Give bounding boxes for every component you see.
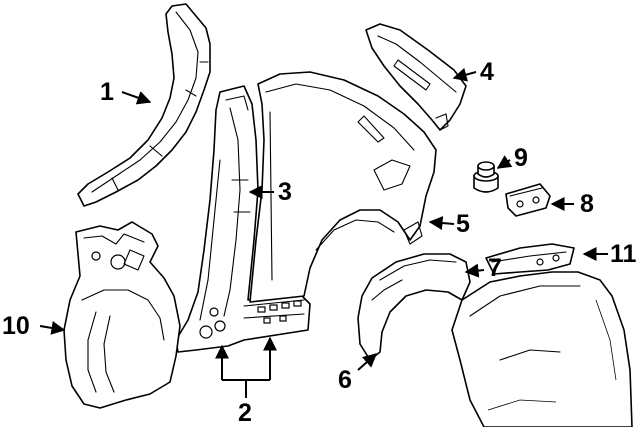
callout-11: 11	[610, 240, 637, 268]
part-8-bracket	[505, 183, 551, 217]
callout-6: 6	[338, 366, 352, 394]
callout-8: 8	[580, 190, 594, 218]
callout-7: 7	[488, 254, 502, 282]
part-4-rear-upper-panel	[365, 23, 467, 131]
part-3-quarter-panel	[249, 71, 437, 303]
leader-4	[452, 67, 477, 82]
callout-4: 4	[480, 58, 494, 86]
leader-7	[464, 263, 485, 278]
leader-5	[428, 216, 455, 231]
callout-2: 2	[238, 399, 252, 427]
part-10-inner-wheelhouse	[63, 221, 181, 409]
callouts: 1 2 3 4 5 6 7 8 9 10 11	[2, 58, 637, 427]
part-6-wheelhouse-liner	[357, 253, 471, 361]
leader-9	[496, 155, 513, 169]
part-quarter-outer-panel	[451, 271, 633, 427]
part-9-plug	[473, 161, 499, 193]
callout-9: 9	[514, 144, 528, 172]
callout-1: 1	[100, 78, 114, 106]
callout-5: 5	[456, 210, 470, 238]
callout-3: 3	[278, 178, 292, 206]
leader-1	[121, 91, 152, 105]
callout-10: 10	[2, 312, 30, 340]
leader-10	[39, 321, 66, 335]
part-1-pillar-reinforcement	[77, 3, 211, 207]
leader-lines	[39, 67, 608, 398]
part-2-inner-quarter-panel	[175, 85, 311, 353]
part-11-bracket	[485, 243, 575, 275]
leader-6	[357, 353, 378, 371]
